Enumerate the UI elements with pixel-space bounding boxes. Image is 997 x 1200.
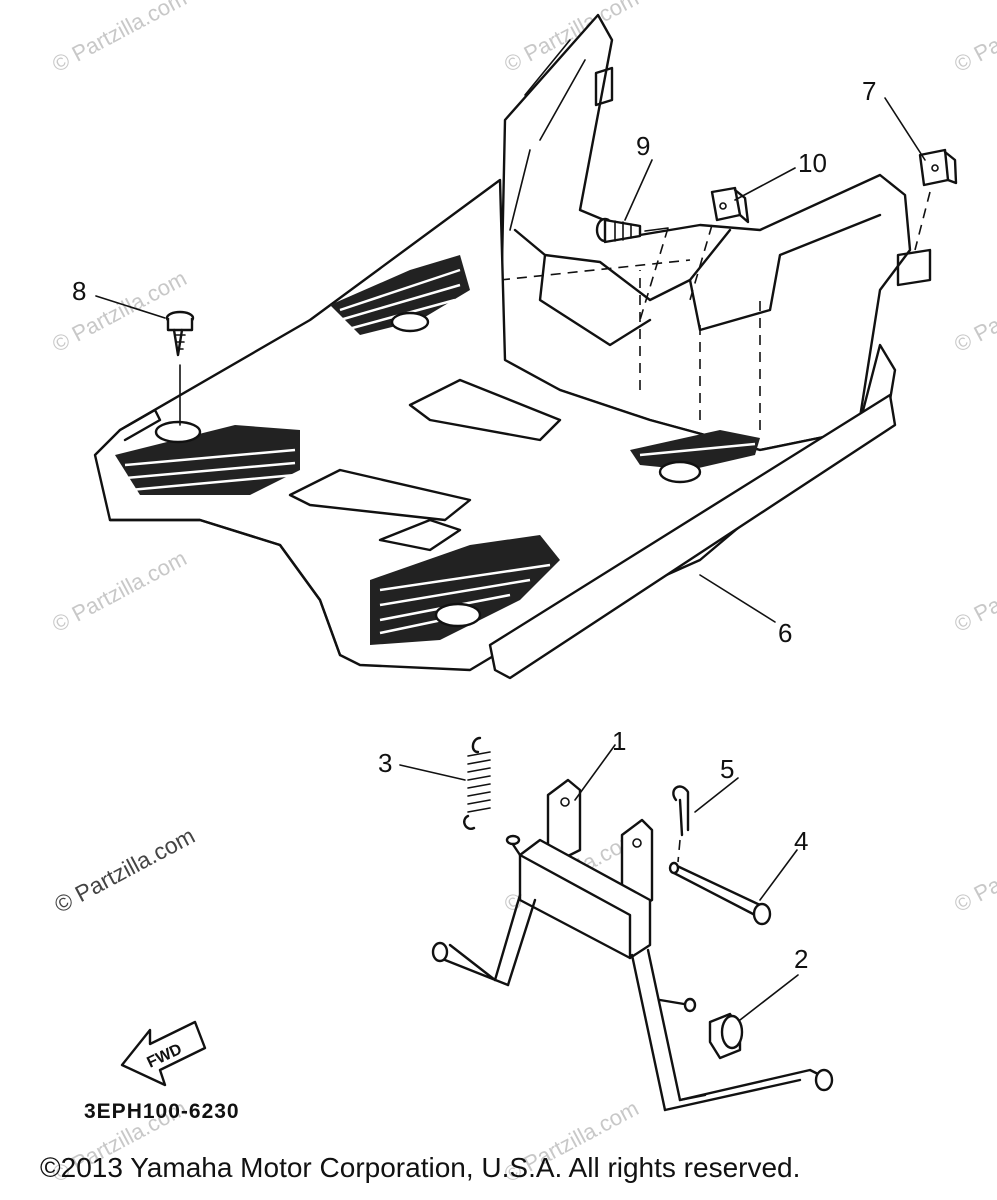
stopper-rubber-part-2 [708,1012,744,1060]
callout-5: 5 [720,754,734,784]
cotter-pin-part-5 [672,785,690,863]
callout-7: 7 [862,76,876,106]
spring-part-3 [463,736,491,830]
callout-3: 3 [378,748,392,778]
bolt-part-8 [165,310,195,426]
callout-10: 10 [798,148,827,178]
footrest-board [93,13,932,680]
callout-2: 2 [794,944,808,974]
clip-nut-part-7 [914,148,958,251]
shaft-part-4 [668,861,772,926]
callout-9: 9 [636,131,650,161]
callout-6: 6 [778,618,792,648]
clip-nut-part-10 [689,186,750,301]
callout-8: 8 [72,276,86,306]
callout-1: 1 [612,726,626,756]
callout-4: 4 [794,826,808,856]
fwd-arrow: FWD [120,1020,207,1087]
diagram-code: 3EPH100-6230 [84,1100,240,1123]
copyright-notice: ©2013 Yamaha Motor Corporation, U.S.A. A… [40,1152,801,1183]
leader-lines [95,97,926,1021]
screw-part-9 [595,217,669,321]
main-stand-part-1 [431,778,834,1112]
